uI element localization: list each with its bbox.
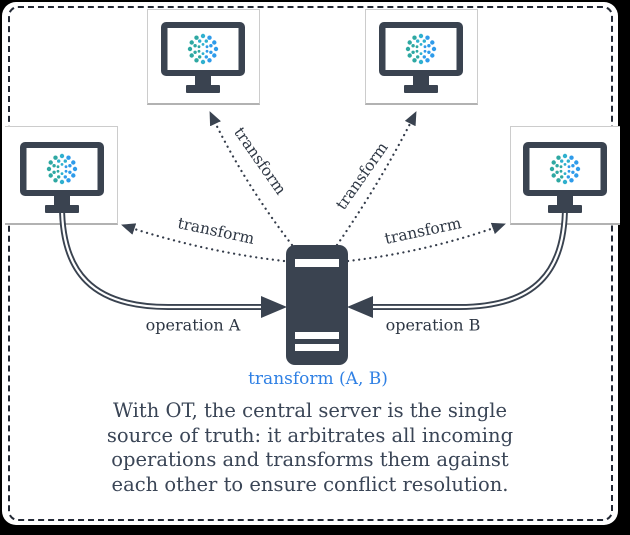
transform-arrow-left [120,223,286,263]
caption-line-4: each other to ensure conflict resolution… [111,472,509,496]
server-output-label: transform (A, B) [248,369,388,389]
caption-line-2: source of truth: it arbitrates all incom… [106,423,514,447]
monitor-icon-top-right [379,22,463,93]
transform-arrow-top-left [208,110,294,247]
server-icon [286,245,348,365]
operation-b-arrowhead [347,296,373,318]
operation-a-arrow [59,205,287,318]
operation-b-arrow [347,205,568,318]
caption-line-1: With OT, the central server is the singl… [112,399,507,422]
operation-a-arrowhead [261,296,287,318]
operation-a-label: operation A [145,315,241,335]
monitor-icon-left [20,142,104,213]
monitor-icon-top-left [161,22,245,93]
operation-b-label: operation B [385,315,481,335]
caption-line-3: operations and transforms them against [111,448,509,471]
monitor-icon-right [523,142,607,213]
caption: With OT, the central server is the singl… [2,399,618,497]
transform-arrow-top-right [335,110,418,247]
